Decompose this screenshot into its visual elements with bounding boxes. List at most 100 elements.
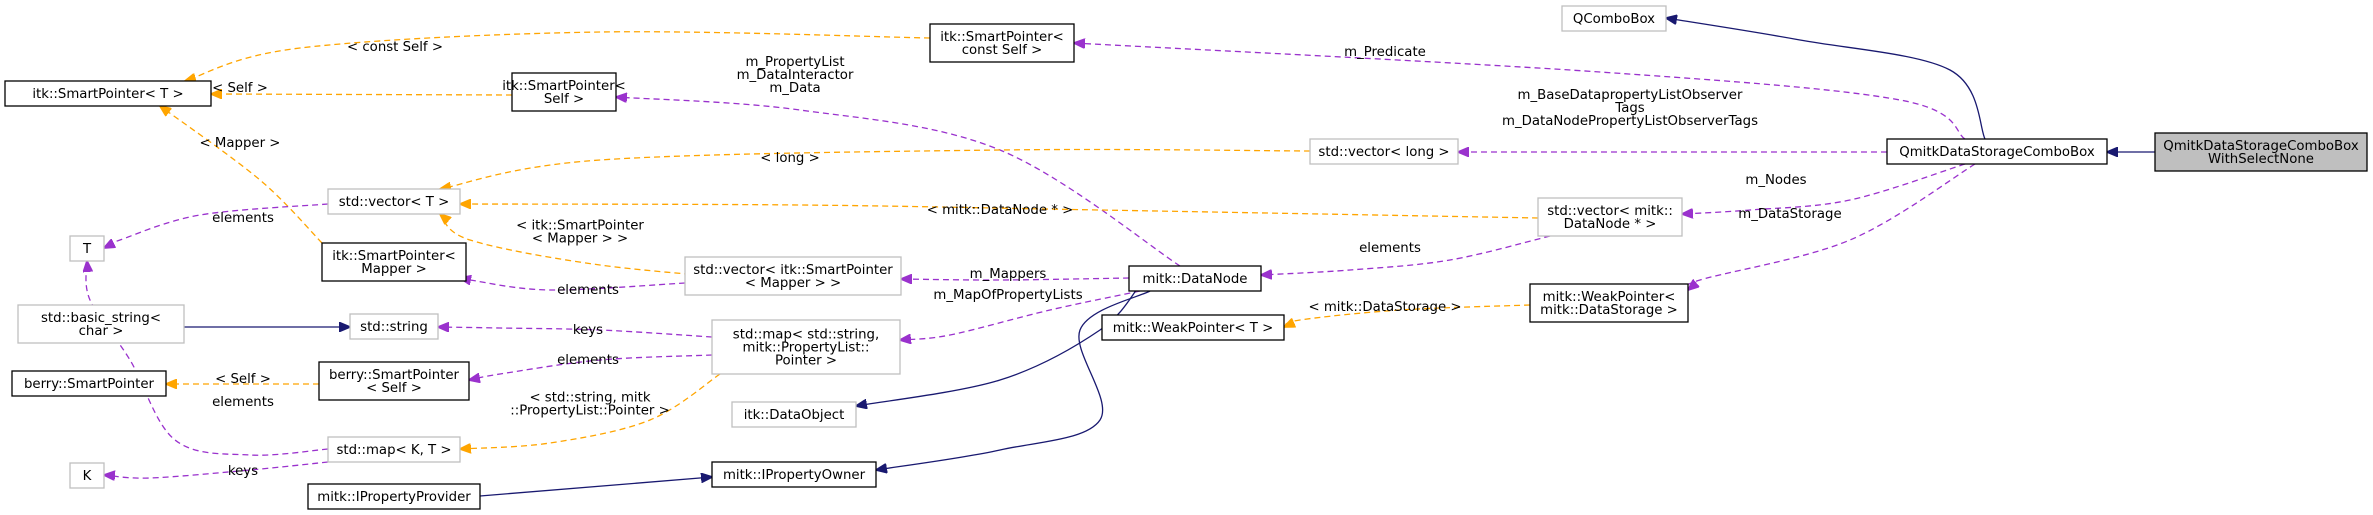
class-node-label: < Self > (366, 381, 422, 396)
edge-usage-e23 (86, 261, 329, 456)
class-node-label: < Mapper > > (745, 276, 841, 291)
edge-label-line: Tags (1614, 101, 1645, 116)
edge-label: < mitk::DataNode * > (927, 203, 1074, 218)
class-node-box (2154, 132, 2368, 172)
class-node-label: std::string (360, 320, 428, 335)
edge-label-line: elements (1359, 241, 1421, 256)
class-node-label: QComboBox (1573, 12, 1655, 27)
edge-label-line: m_Mappers (970, 267, 1047, 282)
class-node-box (69, 235, 105, 262)
class-node-mitk-weakpointer-mitk-datastorage[interactable]: mitk::WeakPointer<mitk::DataStorage > (1529, 283, 1689, 323)
edge-label: m_Predicate (1344, 45, 1426, 60)
class-node-std-vector-long[interactable]: std::vector< long > (1309, 138, 1459, 165)
class-node-std-vector-t[interactable]: std::vector< T > (327, 188, 461, 215)
edge-usage-e13 (1682, 163, 1966, 214)
class-node-label: mitk::WeakPointer< T > (1113, 321, 1273, 336)
edge-label: elements (1359, 241, 1421, 256)
edge-usage-e7 (616, 97, 1181, 267)
class-node-itk-dataobject[interactable]: itk::DataObject (731, 401, 857, 428)
class-node-mitk-ipropertyowner[interactable]: mitk::IPropertyOwner (711, 461, 877, 488)
class-node-label: std::basic_string< (41, 311, 161, 326)
class-node-label: char > (79, 324, 124, 339)
class-node-box (307, 483, 481, 510)
class-node-label: std::vector< T > (339, 195, 450, 210)
edge-label-line: < std::string, mitk (529, 391, 650, 406)
edge-label-line: elements (557, 353, 619, 368)
edge-template-e26 (1284, 304, 1531, 327)
class-node-berry-smartpointer-self[interactable]: berry::SmartPointer< Self > (318, 361, 470, 401)
edge-label-line: elements (212, 211, 274, 226)
edge-label-line: m_DataInteractor (737, 68, 854, 83)
class-node-qmitkdatastoragecombobox[interactable]: QmitkDataStorageComboBox (1886, 138, 2108, 165)
edge-template-e10 (460, 204, 1539, 219)
class-node-std-map-std-string-mitk-propertylist-pointer[interactable]: std::map< std::string,mitk::PropertyList… (711, 319, 901, 375)
edge-label-line: < Self > (212, 81, 268, 96)
edge-usage-e16 (901, 278, 1130, 280)
class-node-std-basic-string-char[interactable]: std::basic_string<char > (17, 304, 185, 344)
class-node-t[interactable]: T (69, 235, 105, 262)
edge-label: elements (212, 395, 274, 410)
edge-label-line: < mitk::DataStorage > (1308, 300, 1461, 315)
edge-label: m_BaseDatapropertyListObserverTagsm_Data… (1502, 88, 1758, 129)
class-node-label: const Self > (962, 43, 1043, 58)
class-node-box (327, 188, 461, 215)
class-node-itk-smartpointer-t[interactable]: itk::SmartPointer< T > (4, 80, 212, 107)
class-node-k[interactable]: K (69, 462, 105, 489)
class-node-label: Mapper > (361, 262, 427, 277)
class-node-box (69, 462, 105, 489)
class-node-label: mitk::DataStorage > (1540, 303, 1678, 318)
class-node-box (1529, 283, 1689, 323)
edge-label: m_Nodes (1745, 173, 1806, 188)
edge-label: < mitk::DataStorage > (1308, 300, 1461, 315)
edge-label-line: m_BaseDatapropertyListObserver (1518, 88, 1743, 103)
class-node-std-vector-itk-smartpointer-mapper[interactable]: std::vector< itk::SmartPointer< Mapper >… (684, 256, 902, 296)
edge-label-line: < const Self > (347, 40, 443, 55)
class-node-label: mitk::IPropertyOwner (723, 468, 866, 483)
class-node-box (349, 313, 439, 340)
class-node-label: std::vector< long > (1318, 145, 1449, 160)
class-node-berry-smartpointer[interactable]: berry::SmartPointer (11, 370, 167, 397)
edge-label-line: keys (573, 323, 603, 338)
class-node-mitk-datanode[interactable]: mitk::DataNode (1128, 265, 1262, 292)
edge-usage-e25 (1683, 163, 1976, 290)
class-node-box (1101, 314, 1285, 341)
class-node-itk-smartpointer-self[interactable]: itk::SmartPointer<Self > (502, 72, 626, 112)
edge-usage-e12 (104, 203, 329, 248)
edge-label-line: < Mapper > > (532, 232, 628, 247)
class-node-box (731, 401, 857, 428)
class-node-label: mitk::DataNode (1143, 272, 1248, 287)
class-node-mitk-ipropertyprovider[interactable]: mitk::IPropertyProvider (307, 483, 481, 510)
class-node-itk-smartpointer-mapper[interactable]: itk::SmartPointer<Mapper > (321, 242, 467, 282)
edge-usage-e24 (104, 461, 329, 478)
class-node-label: itk::SmartPointer< (502, 79, 626, 94)
edge-label-line: ::PropertyList::Pointer > (510, 404, 669, 419)
edge-template-e6 (160, 106, 323, 244)
edge-label-line: m_DataNodePropertyListObserverTags (1502, 114, 1758, 129)
class-node-box (1128, 265, 1262, 292)
class-node-label: QmitkDataStorageComboBox (2163, 139, 2359, 154)
edge-label-line: m_MapOfPropertyLists (933, 288, 1082, 303)
edge-usage-e14 (1261, 235, 1551, 275)
class-node-label: std::vector< mitk:: (1547, 204, 1673, 219)
edge-template-e4 (185, 31, 931, 81)
edge-usage-e19 (438, 327, 713, 338)
class-node-mitk-weakpointer-t[interactable]: mitk::WeakPointer< T > (1101, 314, 1285, 341)
class-node-label: Pointer > (775, 354, 837, 369)
class-node-std-string[interactable]: std::string (349, 313, 439, 340)
edge-label: < itk::SmartPointer< Mapper > > (516, 219, 644, 247)
edge-usage-e17 (900, 290, 1141, 340)
edge-label: m_Mappers (970, 267, 1047, 282)
class-node-qcombobox[interactable]: QComboBox (1561, 5, 1667, 32)
class-node-box (511, 72, 617, 112)
edge-label-line: < mitk::DataNode * > (927, 203, 1074, 218)
class-node-box (17, 304, 185, 344)
edge-label-line: < long > (760, 151, 819, 166)
class-node-std-vector-mitk-datanode[interactable]: std::vector< mitk::DataNode * > (1537, 197, 1683, 237)
class-node-itk-smartpointer-const-self[interactable]: itk::SmartPointer<const Self > (929, 23, 1075, 63)
class-node-box (1537, 197, 1683, 237)
class-node-std-map-k-t[interactable]: std::map< K, T > (327, 436, 461, 463)
edge-label-line: < Self > (215, 372, 271, 387)
edge-label: < std::string, mitk::PropertyList::Point… (510, 391, 669, 419)
